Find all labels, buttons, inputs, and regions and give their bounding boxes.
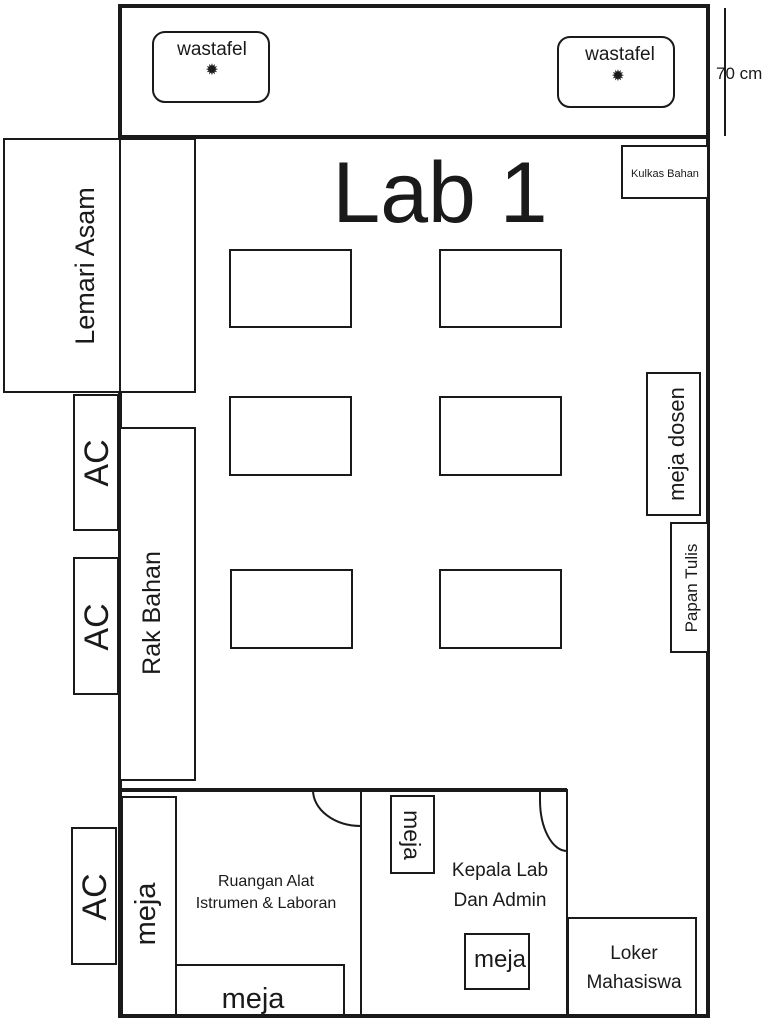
ac-unit-2-label: AC <box>78 603 116 650</box>
acid-cabinet: Lemari Asam <box>3 138 196 393</box>
material-rack-label: Rak Bahan <box>138 551 166 675</box>
lab-bench <box>229 249 352 328</box>
lecturer-desk-label: meja dosen <box>664 387 689 501</box>
ac-unit-1-label: AC <box>78 439 116 486</box>
student-locker-label-line1: Loker <box>610 943 658 964</box>
head-office: meja Kepala Lab Dan Admin meja <box>390 795 548 990</box>
lecturer-desk: meja dosen <box>646 372 701 516</box>
material-rack: Rak Bahan <box>119 427 196 781</box>
instrument-room: meja meja Ruangan Alat Istrumen & Labora… <box>121 796 345 1017</box>
head-office-desk-top <box>390 795 435 874</box>
lab-bench <box>439 569 562 649</box>
dimension-marker: 70 cm <box>716 8 762 136</box>
ac-unit-2: AC <box>73 557 119 695</box>
lab-bench <box>229 396 352 476</box>
head-office-desk-bottom <box>464 933 530 990</box>
head-office-desk-bottom-label: meja <box>474 946 527 973</box>
head-office-door <box>539 790 568 852</box>
sink-right-label: wastafel <box>584 44 655 65</box>
instrument-room-desk-vertical <box>121 796 177 1016</box>
dimension-label: 70 cm <box>716 64 762 83</box>
instrument-room-desk-vertical-label: meja <box>130 882 162 946</box>
lab-bench <box>439 396 562 476</box>
student-locker-label-line2: Mahasiswa <box>586 972 681 993</box>
sink-left-drain-icon: ✹ <box>205 62 218 79</box>
sink-right: wastafel ✹ <box>557 36 675 108</box>
sink-left-label: wastafel <box>176 39 247 60</box>
head-office-desk-top-label: meja <box>399 810 425 860</box>
material-fridge: Kulkas Bahan <box>621 145 709 199</box>
instrument-room-desk-bottom-label: meja <box>222 983 286 1015</box>
student-locker: Loker Mahasiswa <box>567 917 697 1017</box>
ac-unit-3-label: AC <box>76 873 114 920</box>
ac-unit-3: AC <box>71 827 117 965</box>
lab-bench <box>230 569 353 649</box>
head-office-label-line2: Dan Admin <box>454 890 547 911</box>
instrument-room-door <box>312 789 362 827</box>
ac-unit-1: AC <box>73 394 119 531</box>
acid-cabinet-label: Lemari Asam <box>70 187 100 345</box>
sink-left: wastafel ✹ <box>152 31 270 103</box>
material-fridge-label: Kulkas Bahan <box>631 168 699 180</box>
whiteboard: Papan Tulis <box>670 522 709 653</box>
head-office-label-line1: Kepala Lab <box>452 860 548 881</box>
whiteboard-label: Papan Tulis <box>682 544 701 633</box>
sink-right-drain-icon: ✹ <box>611 68 624 85</box>
room-title: Lab 1 <box>332 145 547 241</box>
lab-bench <box>439 249 562 328</box>
instrument-room-label-line1: Ruangan Alat <box>218 873 315 890</box>
instrument-room-label-line2: Istrumen & Laboran <box>196 895 337 912</box>
